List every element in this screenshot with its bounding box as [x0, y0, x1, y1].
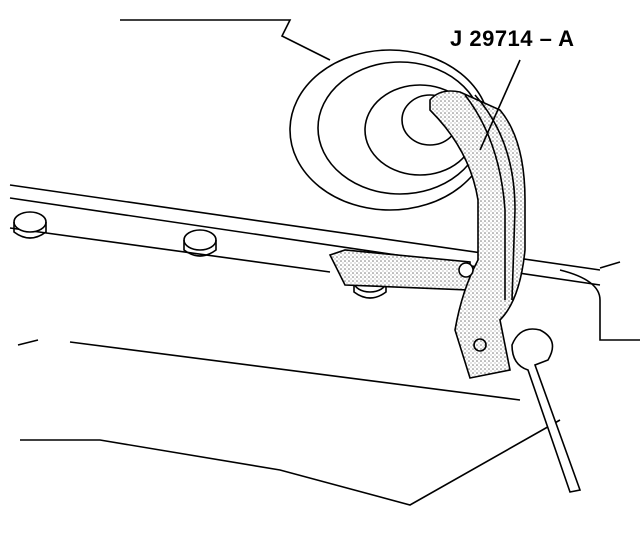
bolt-icon [13, 211, 47, 239]
bolt-icon [183, 229, 217, 257]
tool-arm [429, 90, 526, 379]
tool-crossbar [328, 249, 471, 291]
tool-callout-label: J 29714 – A [450, 26, 575, 51]
outline-line [120, 19, 331, 61]
callout-leader [479, 59, 521, 151]
wrench [511, 328, 582, 493]
